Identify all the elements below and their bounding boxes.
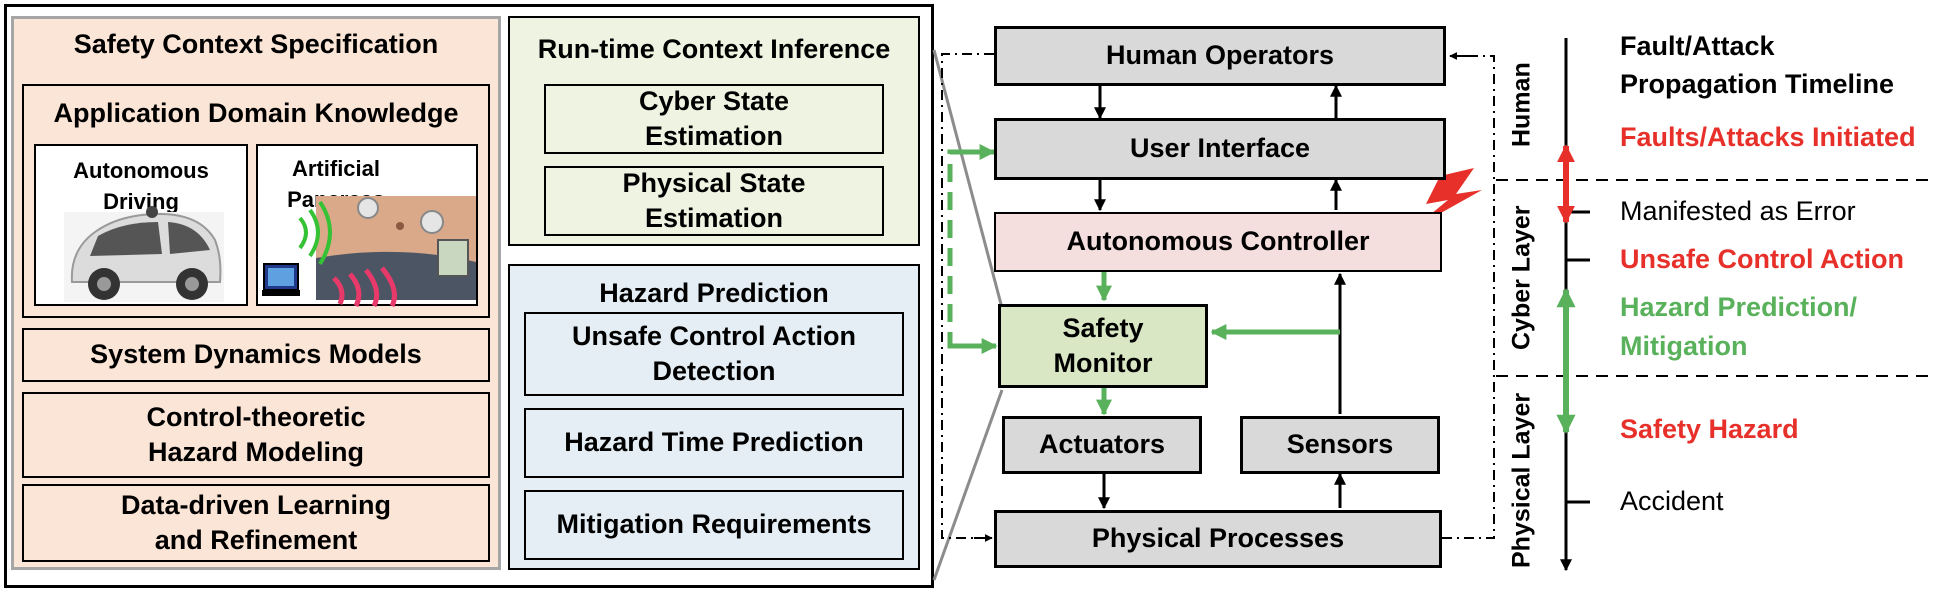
detail-panel	[4, 4, 934, 588]
dashdot-right-loop	[1442, 55, 1495, 539]
safety-context-title: Safety Context Specification	[73, 29, 439, 59]
hazard-time-prediction-box: Hazard Time Prediction	[524, 408, 904, 478]
event-faults-initiated: Faults/Attacks Initiated	[1620, 122, 1916, 152]
hazard-prediction-title: Hazard Prediction	[599, 278, 829, 308]
sensors-box: Sensors	[1240, 416, 1440, 474]
event-manifested-error: Manifested as Error	[1620, 196, 1856, 226]
layer-label-cyber: Cyber Layer	[1507, 205, 1536, 351]
zoom-line-top	[932, 49, 1004, 309]
data-driven-learning-box: Data-driven Learning and Refinement	[22, 484, 490, 562]
layer-label-physical: Physical Layer	[1507, 392, 1536, 568]
event-hazard-prediction: Hazard Prediction/ Mitigation	[1620, 292, 1858, 362]
mitigation-requirements-box: Mitigation Requirements	[524, 490, 904, 560]
dashdot-left-loop	[941, 53, 994, 539]
zoom-line-bottom	[932, 389, 1004, 581]
user-interface-box: User Interface	[994, 118, 1446, 180]
green-dashed-feedback	[947, 149, 996, 349]
actuators-box: Actuators	[1002, 416, 1202, 474]
unsafe-action-detection-box: Unsafe Control Action Detection	[524, 312, 904, 396]
timeline-title: Fault/Attack Propagation Timeline	[1620, 31, 1895, 99]
system-dynamics-box: System Dynamics Models	[22, 328, 490, 382]
cyber-state-estimation-box: Cyber State Estimation	[544, 84, 884, 154]
event-safety-hazard: Safety Hazard	[1620, 414, 1799, 444]
layer-label-human: Human	[1507, 62, 1536, 148]
event-unsafe-control-action: Unsafe Control Action	[1620, 244, 1905, 274]
physical-processes-box: Physical Processes	[994, 510, 1442, 568]
physical-state-estimation-box: Physical State Estimation	[544, 166, 884, 236]
artificial-pancreas-label: Artificial Pancreas	[287, 156, 385, 212]
event-accident: Accident	[1620, 486, 1724, 516]
human-operators-box: Human Operators	[994, 26, 1446, 86]
autonomous-driving-label: Autonomous Driving	[73, 158, 209, 214]
hazard-modeling-box: Control-theoretic Hazard Modeling	[22, 392, 490, 478]
context-inference-title: Run-time Context Inference	[537, 34, 891, 64]
autonomous-controller-box: Autonomous Controller	[994, 212, 1442, 272]
domain-knowledge-title: Application Domain Knowledge	[53, 98, 459, 128]
safety-monitor-box: Safety Monitor	[998, 304, 1208, 388]
